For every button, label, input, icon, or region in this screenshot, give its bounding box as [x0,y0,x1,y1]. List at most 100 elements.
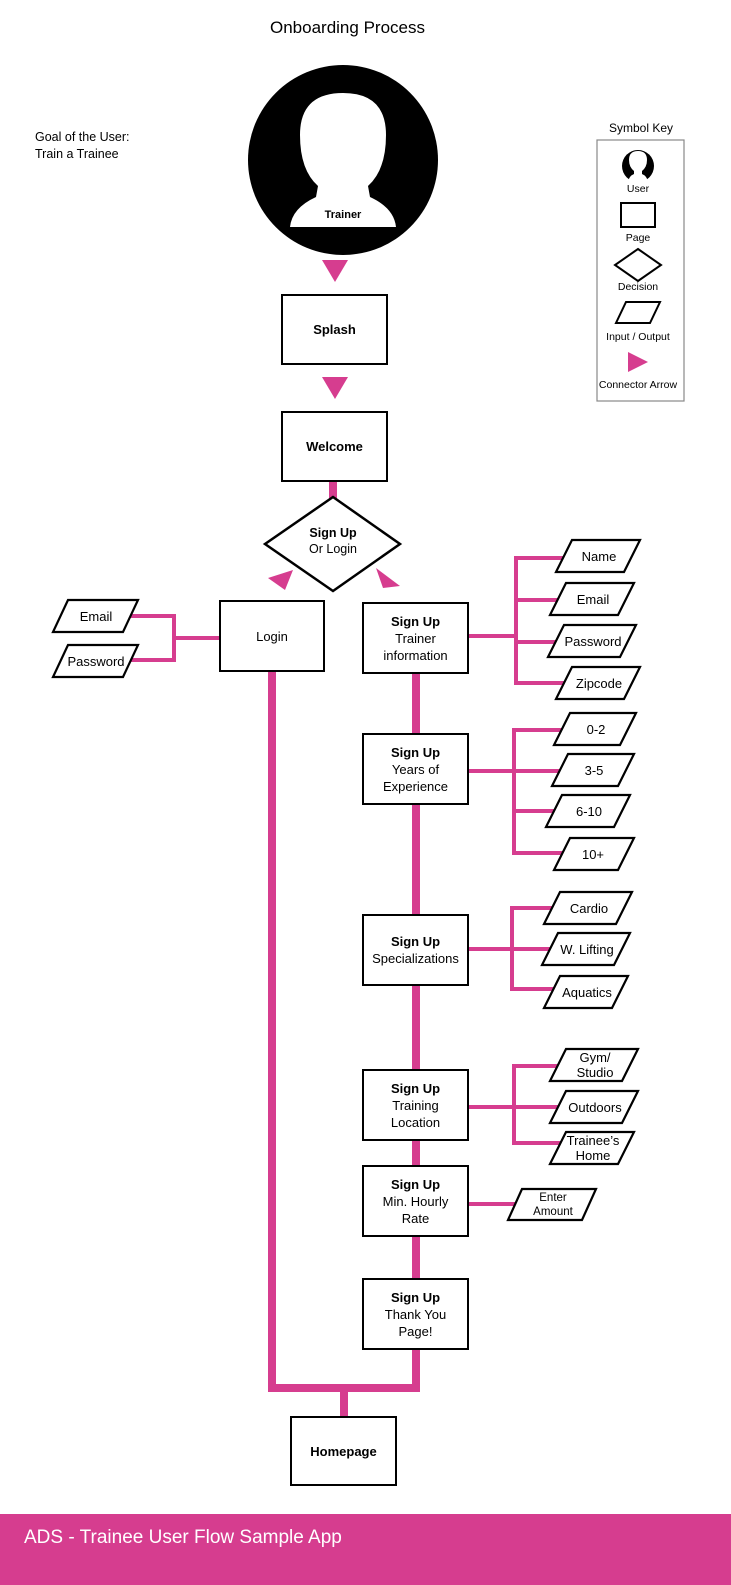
key-page-icon [620,202,656,228]
io-aquatics-label: Aquatics [562,984,612,1000]
experience-line2: Experience [382,778,449,794]
thankyou-title: Sign Up [390,1289,441,1305]
trainer-info-title: Sign Up [390,613,441,629]
io-name-label: Name [581,548,617,564]
io-password-label: Password [564,633,622,649]
io-rate-line2: Amount [533,1205,573,1218]
arrow-to-signup [376,568,400,588]
decision-diamond [262,495,403,593]
io-exp-3-5 [550,752,636,788]
diagram-title: Onboarding Process [270,18,425,37]
io-aquatics [542,974,630,1010]
thankyou-line2: Page! [398,1323,433,1339]
io-trainee-home-label: Trainee’s Home [554,1132,632,1164]
io-login-email [51,598,140,634]
key-decision-label: Decision [617,281,659,293]
io-trainee-home-line1: Trainee’s [566,1133,620,1148]
page-homepage-label: Homepage [310,1443,377,1459]
rate-line2: Rate [401,1210,430,1226]
trainer-info-line2: information [383,647,448,663]
io-outdoors-label: Outdoors [554,1091,636,1123]
key-decision-icon [613,247,663,283]
user-silhouette [290,93,396,227]
connector-location-inputs [512,1064,566,1145]
key-io-label: Input / Output [606,331,670,343]
io-exp-0-2-label: 0-2 [586,721,606,737]
page-rate: Sign Up Min. Hourly Rate [362,1165,469,1237]
key-io-icon [614,301,662,324]
user-goal: Goal of the User: Train a Trainee [35,129,130,163]
connector-experience-inputs [512,728,570,855]
symbol-key [596,139,685,402]
io-zipcode-label: Zipcode [575,675,623,691]
io-exp-3-5-label: 3-5 [584,762,604,778]
rate-line1: Min. Hourly [382,1193,449,1209]
io-outdoors [548,1089,640,1125]
io-trainee-home-line2: Home [575,1148,611,1163]
page-login-label: Login [256,628,288,644]
page-welcome-label: Welcome [306,439,363,454]
io-login-password-label: Password [67,653,125,669]
io-exp-10plus [552,836,636,872]
arrow-user-splash [322,260,348,282]
page-splash: Splash [281,294,388,365]
experience-line1: Years of [391,761,440,777]
key-user-label: User [626,183,650,195]
location-line2: Location [390,1114,441,1130]
specializations-line1: Specializations [372,951,459,966]
decision-label: Sign Up Or Login [288,525,378,557]
io-wlifting [540,931,632,967]
experience-title: Sign Up [390,744,441,760]
location-title: Sign Up [390,1080,441,1096]
connector-trainer-inputs [514,556,572,685]
page-location: Sign Up Training Location [362,1069,469,1141]
footer-title: ADS - Trainee User Flow Sample App [24,1527,342,1548]
decision-line2: Or Login [309,542,357,556]
io-cardio-label: Cardio [569,900,609,916]
io-exp-6-10 [544,793,632,829]
specializations-title: Sign Up [390,934,441,949]
io-trainee-home [548,1130,636,1166]
page-thankyou: Sign Up Thank You Page! [362,1278,469,1350]
arrow-splash-welcome [322,377,348,399]
key-page-label: Page [625,232,651,244]
page-splash-label: Splash [313,322,356,337]
page-specializations: Sign Up Specializations [362,914,469,986]
io-zipcode [554,665,642,701]
io-rate-label: Enter Amount [514,1189,592,1220]
goal-text: Train a Trainee [35,147,119,161]
io-gym [548,1047,640,1083]
io-email [548,581,636,617]
footer-band [0,1514,731,1585]
page-trainer-info: Sign Up Trainer information [362,602,469,674]
io-outdoors-line1: Outdoors [568,1099,622,1115]
rate-title: Sign Up [390,1176,441,1192]
io-gym-line2: Studio [576,1065,614,1080]
io-login-email-label: Email [79,608,113,624]
page-homepage: Homepage [290,1416,397,1486]
io-exp-0-2 [552,711,638,747]
io-exp-6-10-label: 6-10 [575,803,603,819]
io-rate [506,1187,598,1222]
user-node [248,65,438,255]
key-arrow-label: Connector Arrow [598,379,678,391]
location-line1: Training [392,1097,439,1113]
io-password [546,623,638,659]
io-email-label: Email [576,591,610,607]
io-login-password [51,643,140,679]
io-rate-line1: Enter [539,1191,567,1204]
page-login: Login [219,600,325,672]
decision-line1: Sign Up [309,526,357,540]
io-name [554,538,642,574]
io-cardio [542,890,634,926]
io-gym-label: Gym/ Studio [554,1049,636,1081]
thankyou-line1: Thank You [384,1306,447,1322]
page-experience: Sign Up Years of Experience [362,733,469,805]
arrow-to-login [268,570,293,590]
symbol-key-title: Symbol Key [608,121,674,135]
page-welcome: Welcome [281,411,388,482]
io-gym-line1: Gym/ [579,1050,611,1065]
key-arrow-icon [628,352,648,372]
goal-heading: Goal of the User: [35,130,130,144]
